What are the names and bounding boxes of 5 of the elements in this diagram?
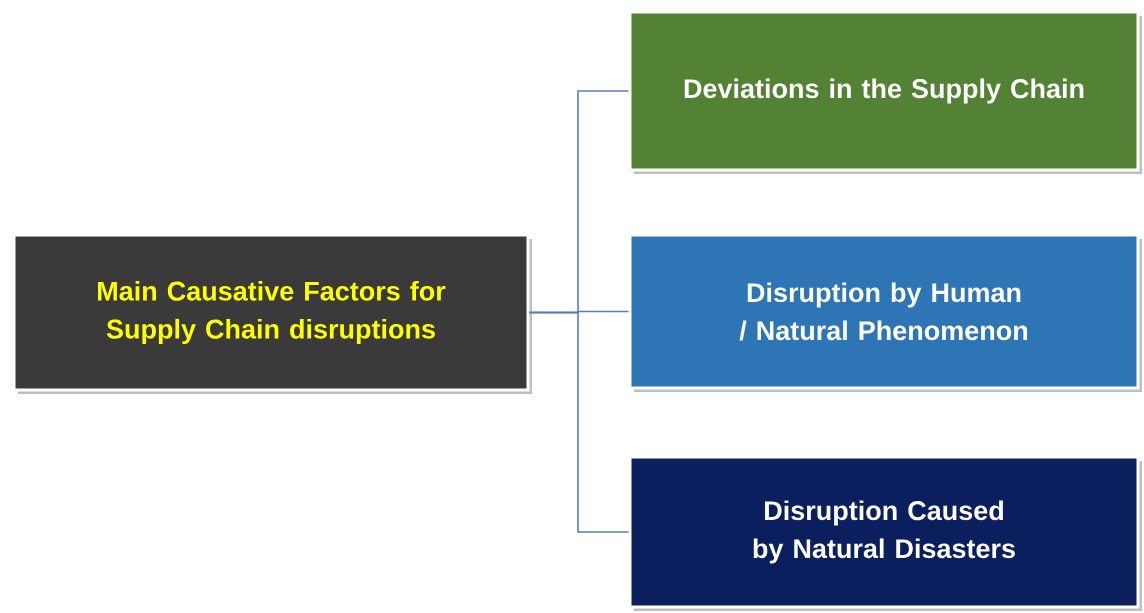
connector [528, 311, 630, 533]
category-box: Deviations in the Supply Chain [628, 10, 1140, 172]
category-box: Disruption by Human / Natural Phenomenon [628, 233, 1140, 390]
root-box: Main Causative Factors for Supply Chain disruptions [12, 233, 530, 392]
category-box: Disruption Caused by Natural Disasters [628, 455, 1140, 609]
